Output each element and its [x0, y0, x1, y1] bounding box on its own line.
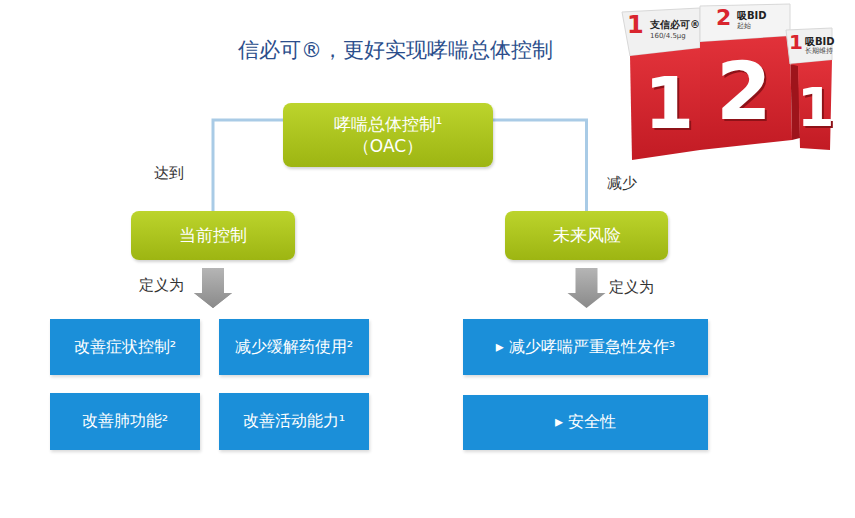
category-box: 未来风险 [505, 211, 668, 260]
box-text: 减少缓解药使用² [235, 337, 353, 358]
box-text: 改善活动能力¹ [243, 411, 345, 432]
edge-label: 定义为 [137, 276, 186, 295]
logo-text: 1 [789, 31, 803, 53]
criterion-box: 改善症状控制² [50, 319, 200, 375]
logo-text: 支信必可® [650, 19, 700, 30]
logo-text: 吸BID [805, 36, 835, 47]
logo-text: 2 [716, 6, 731, 30]
logo-text: 1 [627, 12, 644, 38]
podium-numeral: 1 [644, 64, 694, 143]
edge-label: 定义为 [607, 278, 656, 297]
box-text: ▸ 减少哮喘严重急性发作³ [496, 337, 676, 358]
criterion-box: 减少缓解药使用² [219, 319, 369, 375]
box-text: 改善肺功能² [82, 411, 168, 432]
box-text: ▸ 安全性 [555, 412, 616, 433]
box-text: 未来风险 [553, 224, 621, 246]
logo-text: 起始 [737, 23, 751, 31]
box-text: 当前控制 [179, 224, 247, 246]
define-arrow [568, 268, 606, 308]
box-text: （OAC） [353, 135, 423, 157]
logo-text: 160/4.5μg [650, 33, 686, 41]
criterion-box: 改善肺功能² [50, 393, 200, 450]
podium-numeral: 2 [716, 48, 772, 136]
box-text: 改善症状控制² [74, 337, 176, 358]
criterion-box: ▸ 安全性 [463, 395, 708, 450]
category-box: 哮喘总体控制¹（OAC） [283, 103, 493, 167]
podium-numeral: 1 [797, 78, 835, 137]
category-box: 当前控制 [131, 211, 295, 260]
box-text: 哮喘总体控制¹ [334, 113, 443, 135]
logo-text: 长期维持 [805, 48, 833, 56]
edge-label: 达到 [152, 164, 186, 183]
edge-label: 减少 [605, 174, 639, 193]
logo-text: 吸BID [737, 10, 767, 21]
criterion-box: 改善活动能力¹ [219, 393, 369, 450]
connector-line [493, 120, 587, 211]
define-arrow [194, 268, 232, 308]
criterion-box: ▸ 减少哮喘严重急性发作³ [463, 319, 708, 375]
connector-line [213, 120, 283, 211]
page-title: 信必可®，更好实现哮喘总体控制 [238, 36, 553, 64]
define-arrow [194, 268, 232, 308]
